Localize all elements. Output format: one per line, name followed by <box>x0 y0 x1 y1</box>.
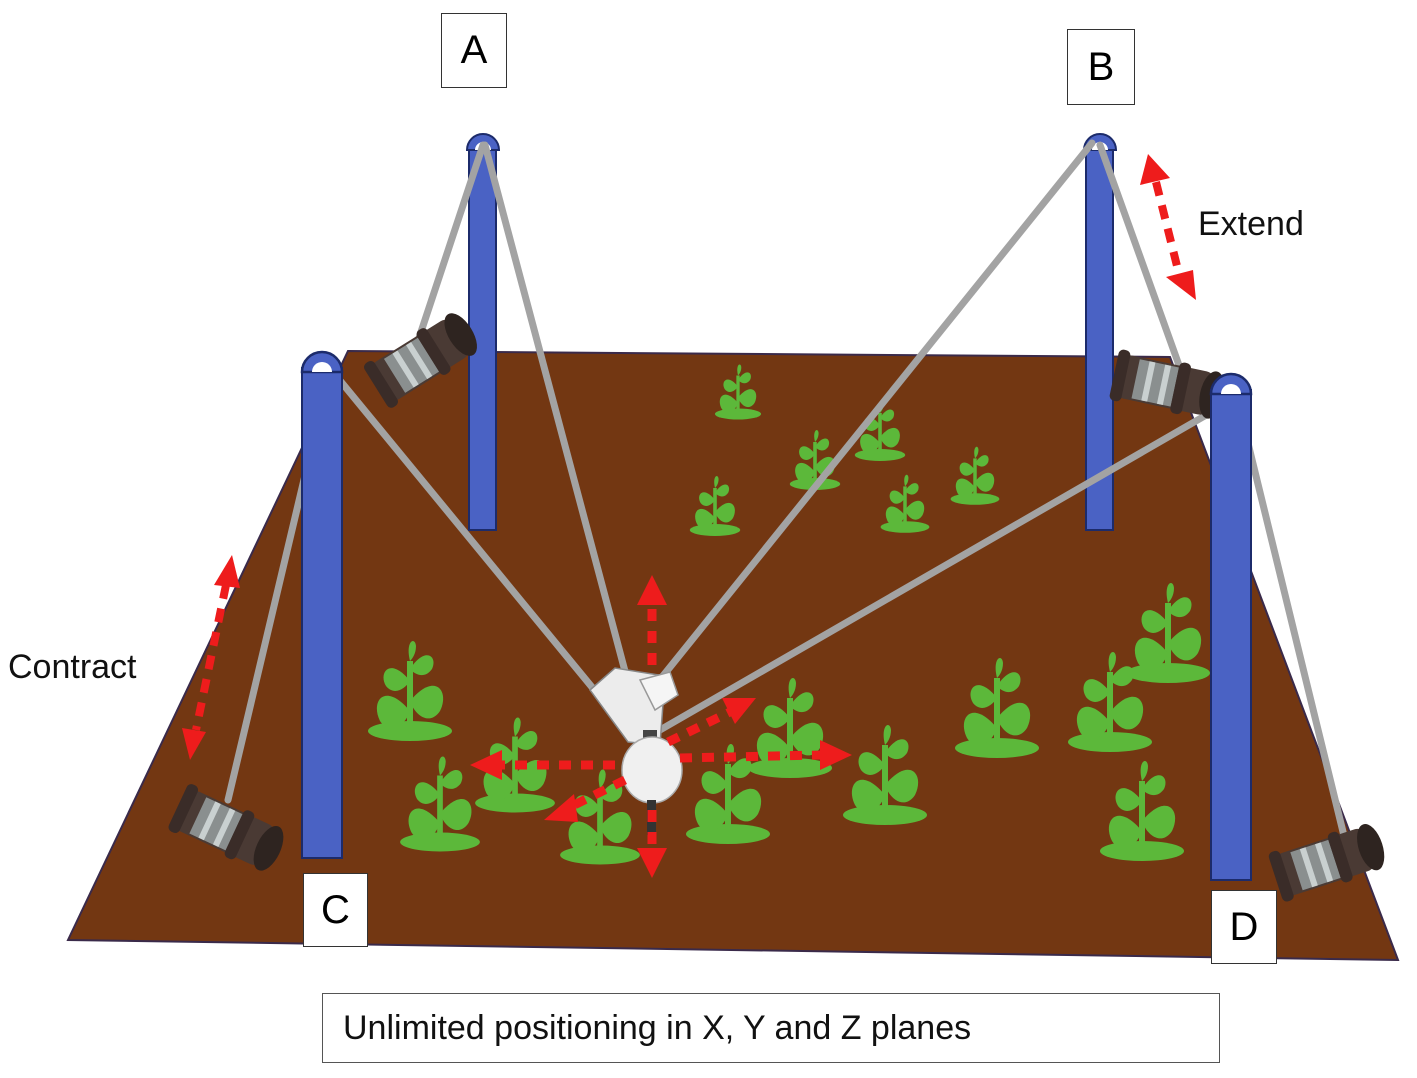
motion-arrows <box>182 154 1196 878</box>
pole-c-letter: C <box>321 887 350 932</box>
pole-c <box>301 367 343 859</box>
pole-d-letter: D <box>1229 904 1259 949</box>
caption-box: Unlimited positioning in X, Y and Z plan… <box>322 993 1220 1063</box>
cables <box>224 139 1349 844</box>
pole-b <box>1085 147 1114 531</box>
pole-a-letter: A <box>460 28 488 72</box>
pole-c-label: C <box>303 873 368 947</box>
field-soil <box>66 349 1400 962</box>
caption-text: Unlimited positioning in X, Y and Z plan… <box>343 1008 972 1047</box>
pole-a-label: A <box>441 13 507 88</box>
pole-b-letter: B <box>1087 44 1115 89</box>
pole-d-label: D <box>1211 890 1277 964</box>
contract-label: Contract <box>8 648 137 686</box>
pole-d <box>1210 389 1252 881</box>
pole-b-label: B <box>1067 29 1135 105</box>
extend-label: Extend <box>1198 205 1304 243</box>
